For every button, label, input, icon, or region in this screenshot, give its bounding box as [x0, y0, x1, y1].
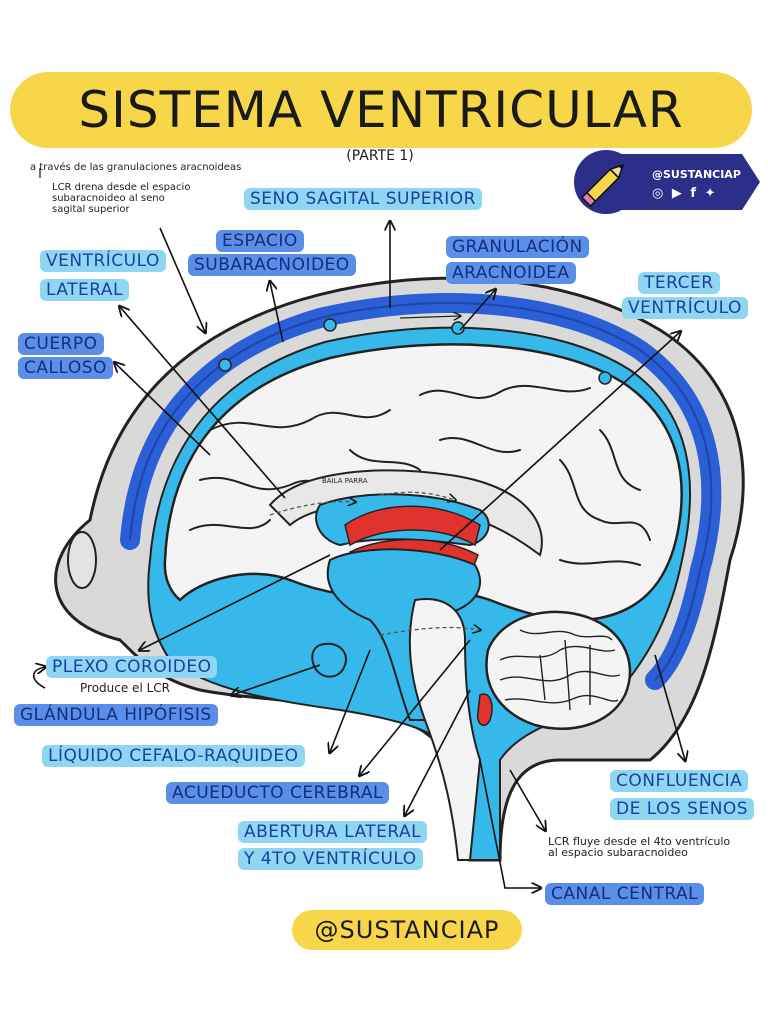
label-calloso: CALLOSO	[18, 357, 113, 379]
pencil-icon	[580, 163, 625, 208]
label-cuerpo: CUERPO	[18, 333, 104, 355]
page-title: SISTEMA VENTRICULAR	[78, 81, 684, 139]
subtitle: (PARTE 1)	[346, 148, 414, 164]
label-glandula: GLÁNDULA HIPÓFISIS	[14, 704, 218, 726]
fourth-ventricle-plexus	[476, 693, 493, 727]
label-plexo: PLEXO COROIDEO	[46, 656, 218, 678]
brand-handle: @SUSTANCIAP	[652, 168, 741, 181]
label-subaracnoideo: SUBARACNOIDEO	[188, 254, 356, 276]
social-icons: ◎ ▶ f ✦	[652, 186, 718, 201]
note-line: LCR drena desde el espacio	[52, 182, 191, 193]
label-ventriculo-3: VENTRÍCULO	[622, 297, 748, 319]
label-liquido: LÍQUIDO CEFALO-RAQUIDEO	[42, 745, 305, 767]
note-lcr-drena: LCR drena desde el espacio subaracnoideo…	[52, 182, 190, 215]
label-canal: CANAL CENTRAL	[545, 883, 705, 905]
choroid-plexus	[344, 505, 481, 547]
label-acueducto: ACUEDUCTO CEREBRAL	[166, 782, 390, 804]
note-baila: BAILA PARRA	[322, 477, 368, 485]
label-aracnoidea: ARACNOIDEA	[446, 262, 576, 284]
title-banner: SISTEMA VENTRICULAR	[10, 72, 752, 148]
label-ventriculo: VENTRÍCULO	[40, 250, 166, 272]
frontal-sinus	[67, 531, 97, 589]
cerebellum	[485, 610, 632, 730]
label-4to: Y 4TO VENTRÍCULO	[238, 848, 423, 870]
label-abertura: ABERTURA LATERAL	[238, 821, 428, 843]
label-lateral: LATERAL	[40, 279, 130, 301]
label-granulacion: GRANULACIÓN	[446, 236, 589, 258]
note-line: subaracnoideo al seno	[52, 193, 165, 204]
label-seno-sagital: SENO SAGITAL SUPERIOR	[244, 188, 482, 210]
note-line: sagital superior	[52, 204, 130, 215]
note-line: LCR fluye desde el 4to ventrículo	[548, 835, 731, 848]
label-tercer: TERCER	[638, 272, 720, 294]
pituitary-gland	[311, 642, 347, 678]
note-produce: Produce el LCR	[80, 681, 170, 695]
note-granulaciones: a través de las granulaciones aracnoidea…	[30, 162, 242, 173]
brand-badge	[574, 150, 760, 214]
arachnoid-granulations	[218, 318, 612, 385]
brainstem	[408, 598, 482, 861]
footer-handle: @SUSTANCIAP	[292, 910, 522, 950]
label-confluencia: CONFLUENCIA	[610, 770, 749, 792]
label-espacio: ESPACIO	[216, 230, 304, 252]
note-line: al espacio subaracnoideo	[548, 846, 688, 859]
note-lcr-fluye: LCR fluye desde el 4to ventrículo al esp…	[548, 836, 730, 858]
label-senos: DE LOS SENOS	[610, 798, 755, 820]
